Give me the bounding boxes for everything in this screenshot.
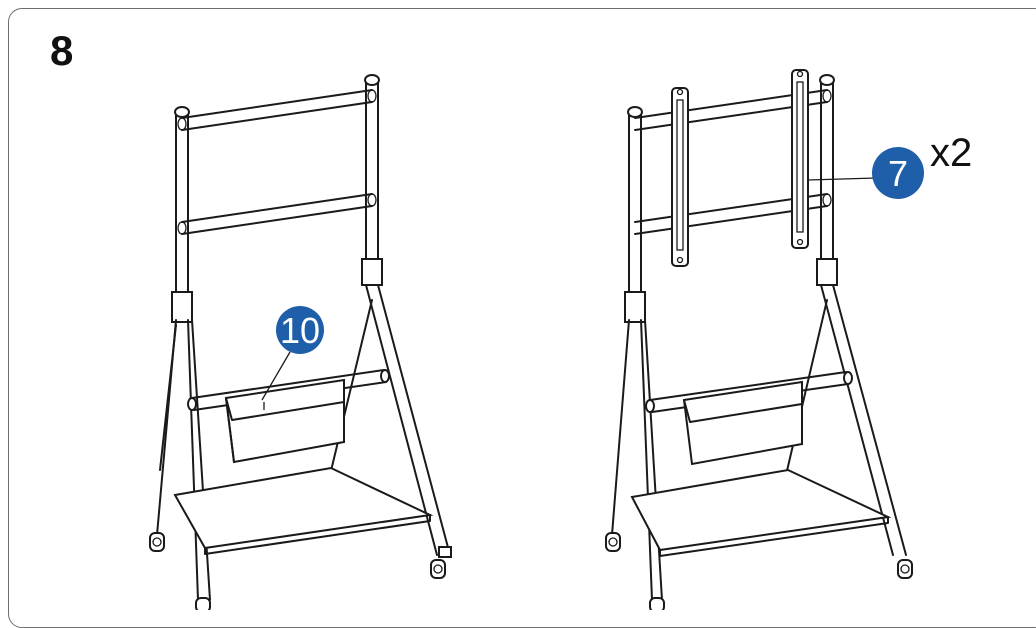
callout-badge-7: 7 (872, 147, 924, 199)
step-number: 8 (50, 27, 74, 74)
callout-number: 10 (280, 310, 320, 351)
caster-wheel (605, 532, 621, 552)
stand-with-brackets (605, 69, 913, 610)
caster-wheel (649, 597, 665, 610)
caster-wheel (897, 559, 913, 579)
assembly-illustration: 10 (149, 69, 924, 610)
caster-wheel (430, 559, 446, 579)
callout-number: 7 (888, 153, 908, 194)
caster-wheel (195, 597, 211, 610)
caster-wheel (149, 532, 165, 552)
mount-bracket (671, 87, 689, 267)
stand-without-brackets (149, 74, 452, 610)
quantity-label: x2 (930, 131, 973, 175)
mount-bracket (791, 69, 809, 249)
callout-badge-10: 10 (276, 306, 324, 354)
